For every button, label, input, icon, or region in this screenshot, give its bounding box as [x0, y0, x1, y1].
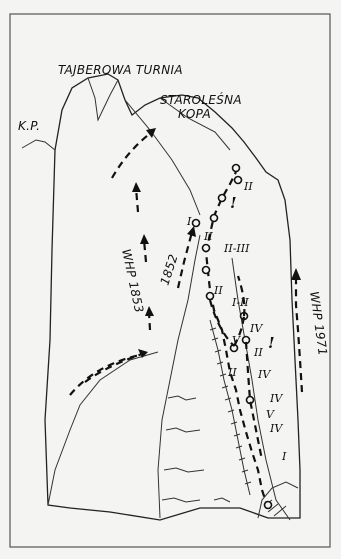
grade-label: II: [243, 180, 253, 193]
exclamation-mark: !: [230, 194, 237, 212]
grade-label: IV: [269, 422, 283, 435]
grade-label: I: [281, 450, 287, 463]
exclamation-mark: !: [268, 334, 275, 352]
grade-label: IV: [269, 392, 283, 405]
label-kopa: KOPA: [178, 107, 211, 121]
label-kp: K.P.: [18, 119, 40, 133]
grade-label: II-III: [223, 242, 250, 255]
grade-label: I-II: [231, 296, 249, 309]
grade-label: II: [253, 346, 263, 359]
grade-label: IV: [249, 322, 263, 335]
label-tajberowa-turnia: TAJBEROWA TURNIA: [58, 63, 183, 77]
grade-label: II: [227, 366, 237, 379]
grade-label: I: [186, 215, 192, 228]
grade-label: II: [213, 284, 223, 297]
grade-label: II: [203, 230, 213, 243]
grade-label: IV: [257, 368, 271, 381]
label-staroleska: STAROLEŚNA: [160, 92, 242, 107]
grade-label: V: [232, 334, 241, 347]
grade-label: V: [266, 408, 275, 421]
